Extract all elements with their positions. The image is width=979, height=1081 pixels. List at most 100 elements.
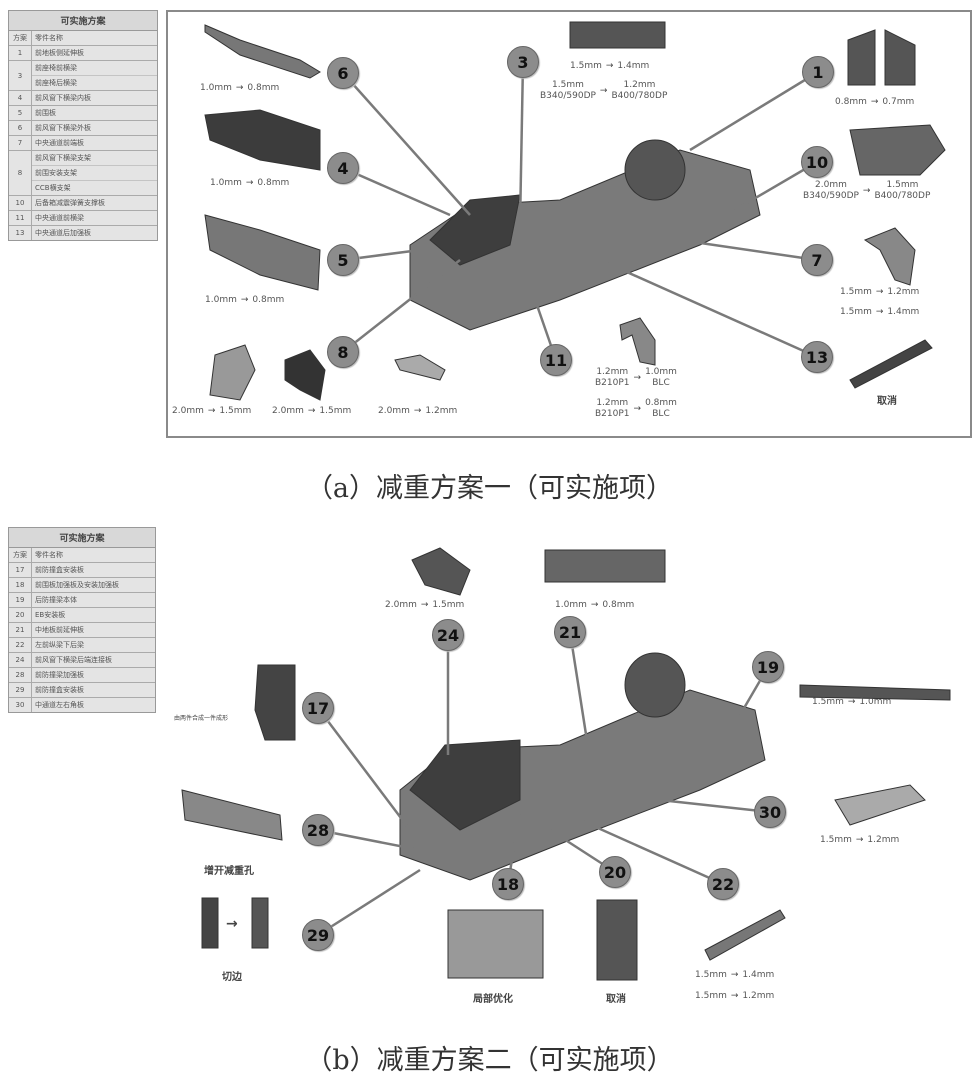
thickness-change-label: 1.0mm→0.8mm (555, 600, 634, 611)
part-7-image (863, 227, 916, 286)
from-thickness: 1.5mm (695, 991, 727, 1001)
callout-7: 7 (801, 244, 833, 276)
plan-number: 6 (9, 121, 32, 135)
part-17-image (254, 664, 296, 741)
leader-line-3 (518, 61, 525, 226)
part-8a-image (209, 344, 256, 401)
callout-17: 17 (302, 692, 334, 724)
plan-number: 7 (9, 136, 32, 150)
part-28-image (181, 789, 283, 841)
from-thickness: 1.0mm (555, 600, 587, 610)
from-thickness: 2.0mm (385, 600, 417, 610)
arrow-icon: → (240, 295, 249, 305)
part-19-image (799, 684, 951, 701)
part-name: 中央通道前端板 (35, 139, 84, 147)
part-name: 前风窗下横梁外板 (35, 124, 91, 132)
thickness-change-label: 1.5mm→1.0mm (812, 697, 891, 708)
part-29b-image (251, 897, 269, 949)
thickness-change-label: 1.5mm→1.2mm (820, 835, 899, 846)
callout-10: 10 (801, 146, 833, 178)
plan-number: 3 (9, 61, 32, 90)
plan-number: 22 (9, 638, 32, 652)
part-name: 前座椅后横梁 (35, 79, 77, 87)
from-thickness: 1.2mm (596, 367, 629, 377)
part-8c-image (394, 354, 446, 381)
from-thickness: 1.0mm (205, 295, 237, 305)
part-20-image (596, 899, 638, 981)
part-8b-image (284, 349, 326, 401)
thickness-change-label: 1.5mm→1.4mm (695, 970, 774, 981)
arrow-icon: → (420, 600, 429, 610)
part-3-image (569, 21, 666, 49)
to-thickness: 1.4mm (887, 307, 920, 317)
table-header: 方案 零件名称 (9, 548, 155, 563)
thickness-change-label: 1.5mm→1.4mm (840, 307, 919, 318)
from-material: B340/590DP (803, 191, 859, 201)
from-thickness: 1.5mm (840, 287, 872, 297)
part-name: 前风窗下横梁支架 (32, 151, 157, 166)
callout-22: 22 (707, 868, 739, 900)
leader-line-29 (317, 868, 421, 937)
callout-18: 18 (492, 868, 524, 900)
from-thickness: 2.0mm (272, 406, 304, 416)
to-thickness: 1.0mm (645, 367, 677, 377)
arrow-icon: → (633, 372, 642, 383)
leader-line-13 (599, 258, 818, 359)
to-thickness: 1.2mm (623, 80, 656, 90)
leader-line-30 (659, 798, 771, 814)
from-thickness: 1.5mm (812, 697, 844, 707)
from-thickness: 1.5mm (695, 970, 727, 980)
thickness-change-label: 2.0mm→1.2mm (378, 406, 457, 417)
callout-30: 30 (754, 796, 786, 828)
part-29a-image (201, 897, 219, 949)
arrow-icon: → (730, 991, 739, 1001)
body-in-white-a (409, 149, 761, 331)
part-name: 前围板 (35, 109, 56, 117)
part-name: 前风窗下横梁内板 (35, 94, 91, 102)
plan-number: 19 (9, 593, 32, 607)
part-name: 前地板侧延伸板 (35, 49, 84, 57)
to-thickness: 1.5mm (886, 180, 919, 190)
part-4-image (204, 109, 321, 171)
arrow-icon: → (862, 185, 871, 196)
plan-number: 13 (9, 226, 32, 240)
part-name: 前围板加强板及安装加强板 (35, 581, 119, 589)
table-title: 可实施方案 (9, 11, 157, 31)
leader-line-8 (342, 259, 461, 353)
part-name: 左前纵梁下后梁 (35, 641, 84, 649)
note-29: 切边 (222, 972, 242, 983)
to-material: BLC (652, 378, 670, 388)
to-thickness: 0.8mm (247, 83, 280, 93)
callout-13: 13 (801, 341, 833, 373)
arrow-icon: → (870, 97, 879, 107)
callout-3: 3 (507, 46, 539, 78)
thickness-change-label: 0.8mm→0.7mm (835, 97, 914, 108)
part-name: 中央通道后加强板 (35, 229, 91, 237)
note-28: 增开减重孔 (204, 866, 254, 877)
from-thickness: 0.8mm (835, 97, 867, 107)
caption-b: （b）减重方案二（可实施项） (305, 1045, 674, 1076)
wheelhouse-b (624, 652, 686, 718)
plan-number: 20 (9, 608, 32, 622)
from-material: B210P1 (595, 378, 630, 388)
from-material: B340/590DP (540, 91, 596, 101)
part-name: 后防撞梁本体 (35, 596, 77, 604)
table-header: 方案 零件名称 (9, 31, 157, 46)
plan-number: 24 (9, 653, 32, 667)
note-17: 由两件合成一件成形 (174, 715, 229, 722)
part-name: 前座椅前横梁 (32, 61, 157, 76)
